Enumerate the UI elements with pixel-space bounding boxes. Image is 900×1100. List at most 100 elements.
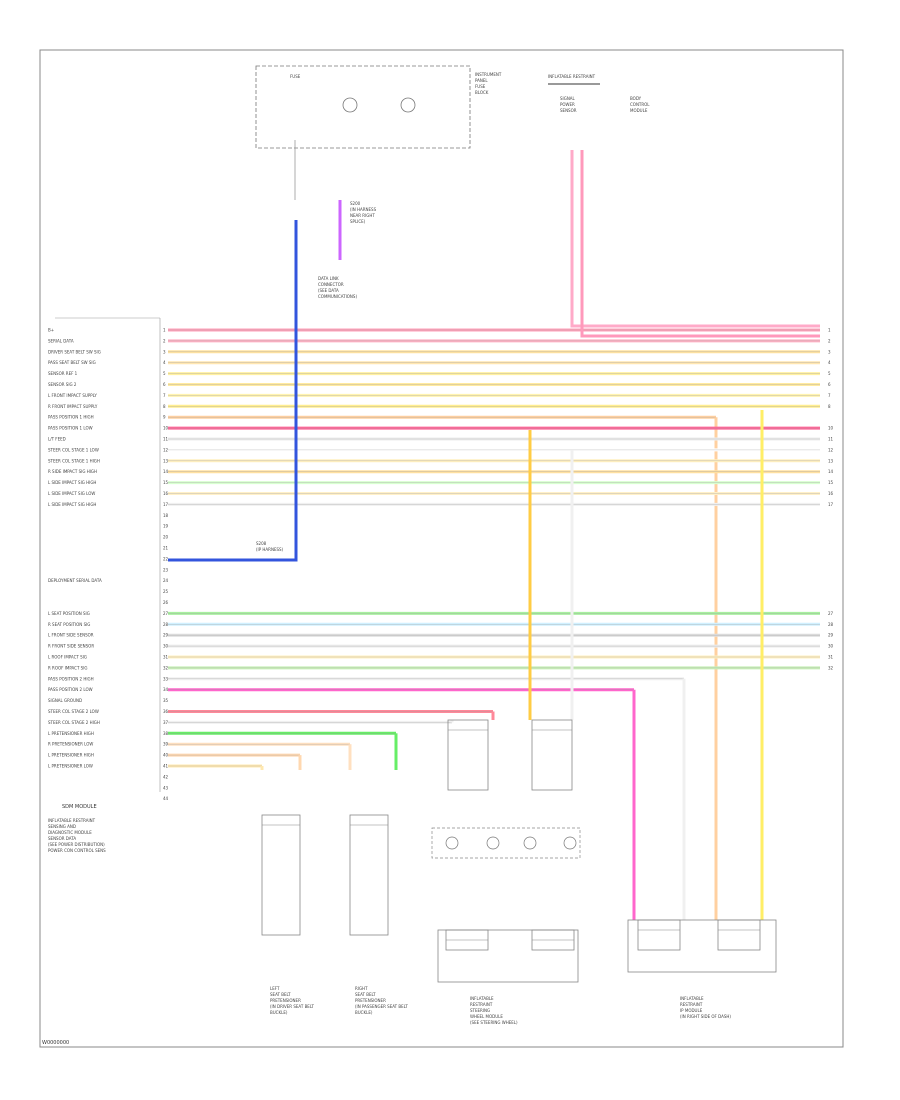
connector-note-3: (SEE DATA: [318, 288, 339, 293]
pin-number: 32: [163, 665, 169, 670]
pin-label: STEER COL STAGE 2 HIGH: [48, 720, 100, 725]
pin-number: 11: [163, 437, 169, 442]
module-note-1: INFLATABLE RESTRAINT: [48, 818, 96, 823]
pin-number: 26: [163, 600, 169, 605]
pin-label: PASS POSITION 2 LOW: [48, 687, 93, 692]
wire-end-number: 4: [828, 360, 831, 365]
pin-number: 14: [163, 469, 169, 474]
wire-end-number: 28: [828, 622, 834, 627]
pin-label: STEER COL STAGE 1 LOW: [48, 447, 99, 452]
pin-label: PASS SEAT BELT SW SIG: [48, 360, 96, 365]
pin-label: L PRETENSIONER HIGH: [48, 731, 94, 736]
device-label-driver-belt: BUCKLE): [270, 1010, 288, 1015]
connector-note-2: CONNECTOR: [318, 282, 344, 287]
device-label-ip: RESTRAINT: [680, 1002, 703, 1007]
pin-number: 6: [163, 382, 166, 387]
top-right-note-1: SIGNAL: [560, 96, 576, 101]
top-right-note-3: SENSOR: [560, 108, 577, 113]
fuse-b-icon: [400, 97, 416, 113]
pin-number: 4: [163, 360, 166, 365]
mid-splice-2: (IP HARNESS): [256, 547, 284, 552]
pin-label: R PRETENSIONER LOW: [48, 742, 93, 747]
splice-note-1: S200: [350, 201, 361, 206]
top-fuse-title: FUSE: [290, 74, 301, 79]
pin-number: 9: [163, 415, 166, 420]
pin-label: SERIAL DATA: [48, 338, 74, 343]
device-body: [349, 814, 389, 936]
device-label-ip: IP MODULE: [680, 1008, 703, 1013]
pin-number: 36: [163, 709, 169, 714]
device-label-pass-belt: PRETENSIONER: [355, 998, 386, 1003]
wire-end-number: 31: [828, 655, 834, 660]
pin-number: 42: [163, 774, 169, 779]
device-label-steering: RESTRAINT: [470, 1002, 493, 1007]
wire-end-number: 1: [828, 328, 831, 333]
wire-end-number: 29: [828, 633, 834, 638]
pin-label: DEPLOYMENT SERIAL DATA: [48, 578, 102, 583]
pin-number: 28: [163, 622, 169, 627]
pin-number: 16: [163, 491, 169, 496]
wire-end-number: 30: [828, 644, 834, 649]
device-label-steering: (SEE STEERING WHEEL): [470, 1020, 518, 1025]
connector-note-1: DATA LINK: [318, 276, 339, 281]
pin-label: R FRONT IMPACT SUPPLY: [48, 404, 98, 409]
device-body: [717, 919, 761, 951]
device-label-pass-belt: SEAT BELT: [355, 992, 376, 997]
pin-number: 10: [163, 426, 169, 431]
pin-label: L PRETENSIONER HIGH: [48, 753, 94, 758]
pin-number: 29: [163, 633, 169, 638]
module-note-4: SENSOR DATA: [48, 836, 76, 841]
device-label-pass-belt: BUCKLE): [355, 1010, 373, 1015]
device-body: [531, 719, 573, 791]
wire-end-number: 6: [828, 382, 831, 387]
pin-label: R FRONT SIDE SENSOR: [48, 644, 94, 649]
pin-label: STEER COL STAGE 2 LOW: [48, 709, 99, 714]
pin-number: 5: [163, 371, 166, 376]
pin-number: 25: [163, 589, 169, 594]
pin-label: L FRONT IMPACT SUPPLY: [48, 393, 97, 398]
pin-number: 7: [163, 393, 166, 398]
wire-end-number: 3: [828, 349, 831, 354]
wire-end-number: 11: [828, 437, 834, 442]
pin-label: L SEAT POSITION SIG: [48, 611, 90, 616]
module-note-6: POWER CON CONTROL SENS: [48, 848, 106, 853]
top-right-title: INFLATABLE RESTRAINT: [548, 74, 596, 79]
device-body: [447, 719, 489, 791]
module-note-5: (SEE POWER DISTRIBUTION): [48, 842, 105, 847]
pin-label: R ROOF IMPACT SIG: [48, 665, 87, 670]
footer-code: W0000000: [42, 1040, 69, 1046]
sensor-b-icon: [486, 836, 500, 850]
pin-label: PASS POSITION 1 HIGH: [48, 415, 94, 420]
fuse-a-icon: [342, 97, 358, 113]
top-fuse-note-2: PANEL: [475, 78, 488, 83]
wire-end-number: 12: [828, 447, 834, 452]
top-right-note-2: POWER: [560, 102, 575, 107]
top-right-note-4: BODY: [630, 96, 642, 101]
connector-note-4: COMMUNICATIONS): [318, 294, 357, 299]
top-fuse-box: FUSE INSTRUMENT PANEL FUSE BLOCK: [255, 65, 502, 200]
top-right-note-5: CONTROL: [630, 102, 650, 107]
device-label-ip: (IN RIGHT SIDE OF DASH): [680, 1014, 731, 1019]
splice-note-4: SPLICE): [350, 219, 366, 224]
device-label-pass-belt: (IN PASSENGER SEAT BELT: [355, 1004, 408, 1009]
wire-end-number: 14: [828, 469, 834, 474]
pin-label: PASS POSITION 1 LOW: [48, 426, 93, 431]
wire-end-number: 10: [828, 426, 834, 431]
pin-number: 22: [163, 556, 169, 561]
pin-label: SIGNAL GROUND: [48, 698, 82, 703]
pin-number: 18: [163, 513, 169, 518]
top-right-wire-b: [580, 150, 820, 338]
sensor-c-icon: [523, 836, 537, 850]
center-sensor-box: [431, 827, 581, 859]
pin-number: 30: [163, 644, 169, 649]
device-body: [637, 919, 681, 951]
device-label-driver-belt: (IN DRIVER SEAT BELT: [270, 1004, 315, 1009]
pin-label: L PRETENSIONER LOW: [48, 764, 93, 769]
pin-label: SENSOR SIG 2: [48, 382, 77, 387]
pin-number: 44: [163, 796, 169, 801]
wire-end-number: 8: [828, 404, 831, 409]
pin-label: L SIDE IMPACT SIG LOW: [48, 491, 95, 496]
